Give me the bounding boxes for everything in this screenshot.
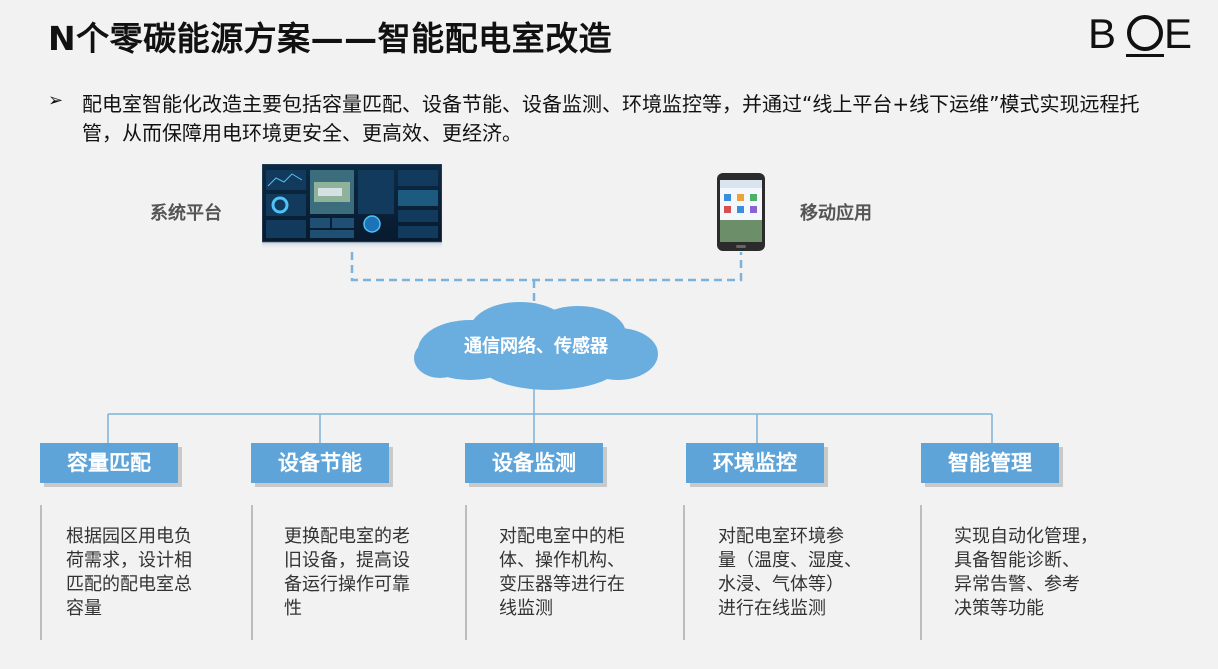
mobile-phone-image: [717, 173, 765, 251]
description-capacity-matching: 根据园区用电负 荷需求，设计相 匹配的配电室总 容量: [66, 525, 192, 621]
cloud-icon: [414, 302, 658, 390]
page-title: N个零碳能源方案——智能配电室改造: [48, 19, 613, 58]
description-line: 容量: [66, 598, 102, 619]
description-line: 具备智能诊断、: [954, 550, 1080, 571]
divider: [920, 505, 922, 640]
intro-text: 配电室智能化改造主要包括容量匹配、设备节能、设备监测、环境监控等，并通过“线上平…: [82, 92, 1140, 145]
description-line: 对配电室中的柜: [499, 526, 625, 547]
svg-text:E: E: [1164, 10, 1192, 57]
divider: [683, 505, 685, 640]
category-smart-management: 智能管理: [921, 443, 1059, 483]
description-line: 备运行操作可靠: [284, 574, 410, 595]
description-line: 对配电室环境参: [718, 526, 844, 547]
dashboard-screen-image: [262, 164, 442, 250]
network-cloud: 通信网络、传感器: [410, 298, 662, 394]
description-equipment-monitoring: 对配电室中的柜 体、操作机构、 变压器等进行在 线监测: [499, 525, 625, 621]
boe-logo: B E: [1088, 10, 1192, 57]
description-line: 线监测: [499, 598, 553, 619]
description-line: 进行在线监测: [718, 598, 826, 619]
network-label: 通信网络、传感器: [464, 336, 608, 357]
description-line: 变压器等进行在: [499, 574, 625, 595]
bullet-arrow-icon: ➢: [48, 90, 64, 111]
description-line: 匹配的配电室总: [66, 574, 192, 595]
mobile-label: 移动应用: [800, 203, 872, 224]
description-environment-monitoring: 对配电室环境参 量（温度、湿度、 水浸、气体等） 进行在线监测: [718, 525, 862, 621]
description-line: 体、操作机构、: [499, 550, 625, 571]
category-equipment-monitoring: 设备监测: [465, 443, 603, 483]
divider: [251, 505, 253, 640]
description-line: 异常告警、参考: [954, 574, 1080, 595]
platform-label: 系统平台: [150, 203, 222, 224]
description-line: 水浸、气体等）: [718, 574, 844, 595]
category-environment-monitoring: 环境监控: [686, 443, 824, 483]
description-line: 旧设备，提高设: [284, 550, 410, 571]
description-line: 决策等功能: [954, 598, 1044, 619]
description-line: 更换配电室的老: [284, 526, 410, 547]
description-line: 量（温度、湿度、: [718, 550, 862, 571]
description-line: 实现自动化管理，: [954, 526, 1098, 547]
category-energy-saving: 设备节能: [251, 443, 389, 483]
logo-text: B: [1088, 10, 1118, 57]
description-line: 荷需求，设计相: [66, 550, 192, 571]
description-energy-saving: 更换配电室的老 旧设备，提高设 备运行操作可靠 性: [284, 525, 410, 621]
description-smart-management: 实现自动化管理， 具备智能诊断、 异常告警、参考 决策等功能: [954, 525, 1098, 621]
description-line: 性: [284, 598, 302, 619]
description-line: 根据园区用电负: [66, 526, 192, 547]
category-capacity-matching: 容量匹配: [40, 443, 178, 483]
divider: [465, 505, 467, 640]
divider: [40, 505, 42, 640]
